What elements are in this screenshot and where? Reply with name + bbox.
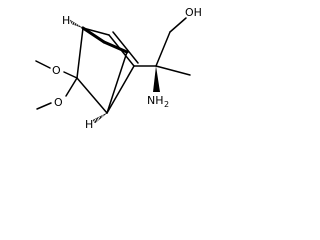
bond-c4-c7 xyxy=(76,77,108,114)
bond-c7-o-lower xyxy=(65,77,78,97)
atom-label-o-lower: O xyxy=(54,96,63,109)
bond-c2-c3-back xyxy=(102,40,129,54)
atom-label-o-upper: O xyxy=(52,64,61,77)
bond-c5-c6 xyxy=(108,34,135,67)
bond-c5-c6-inner xyxy=(112,31,139,64)
atom-label-oh: OH xyxy=(185,6,202,19)
molecule-structure: H H O O OH NH 2 xyxy=(35,6,202,131)
bond-c7-o-upper xyxy=(63,71,78,79)
atom-label-nh: NH xyxy=(147,94,164,107)
bond-o-lower-me xyxy=(36,102,52,110)
norbornene-cage xyxy=(76,26,139,114)
bond-c5-c4 xyxy=(106,65,135,114)
bond-cq-ch2 xyxy=(155,31,171,67)
bond-ch2-oh xyxy=(169,17,187,33)
bond-c1-c6 xyxy=(82,27,110,36)
bond-c1-c7 xyxy=(76,27,84,79)
hashed-bond-bottom-h xyxy=(92,112,108,124)
atom-label-h-top: H xyxy=(62,14,70,27)
bond-c3-c4 xyxy=(106,51,128,114)
bond-o-upper-me xyxy=(35,60,51,69)
wedge-bond-cq-nh2 xyxy=(153,66,160,92)
bond-c1-c2-back xyxy=(81,26,106,44)
bond-cq-methyl xyxy=(155,65,191,76)
hashed-bond-top-h xyxy=(69,19,84,29)
atom-label-nh-subscript: 2 xyxy=(164,100,169,109)
atom-label-h-bottom: H xyxy=(85,118,93,131)
